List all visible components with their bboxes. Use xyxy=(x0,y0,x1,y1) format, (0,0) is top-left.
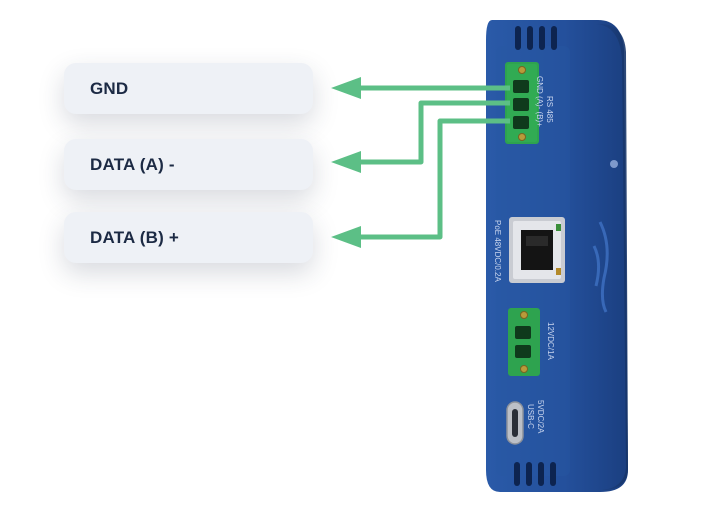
top-vents xyxy=(515,26,557,50)
rs485-pin-text: GND (A)- (B)+ xyxy=(535,76,544,127)
power-terminal-block xyxy=(508,308,540,376)
usb-c-port xyxy=(506,401,524,445)
data-b-label-text: DATA (B) + xyxy=(90,227,180,247)
power-label-text: 12VDC/1A xyxy=(546,322,555,360)
usb-type-text: USB-C xyxy=(526,404,535,429)
gnd-arrowhead xyxy=(331,77,361,99)
data-a-label-text: DATA (A) - xyxy=(90,154,175,174)
rs485-device: RS 485 GND (A)- (B)+ PoE 48VDC/0.2A 12VD… xyxy=(486,20,628,492)
bottom-vents xyxy=(514,462,556,486)
data-b-arrowhead xyxy=(331,226,361,248)
wiring-arrows xyxy=(356,85,510,240)
data-b-wire xyxy=(356,118,510,240)
data-b-label: DATA (B) + xyxy=(64,212,313,263)
rs485-terminal-block xyxy=(505,62,539,144)
rs485-title-text: RS 485 xyxy=(545,96,554,123)
data-a-wire xyxy=(356,100,510,165)
gnd-label-text: GND xyxy=(90,78,129,98)
poe-label-text: PoE 48VDC/0.2A xyxy=(493,220,502,282)
ethernet-port xyxy=(509,217,565,283)
usb-power-label-text: 5VDC/2A xyxy=(536,400,545,434)
arrowheads xyxy=(331,77,361,248)
data-a-label: DATA (A) - xyxy=(64,139,313,190)
data-a-arrowhead xyxy=(331,151,361,173)
gnd-label: GND xyxy=(64,63,313,114)
logo-icon xyxy=(592,160,618,313)
